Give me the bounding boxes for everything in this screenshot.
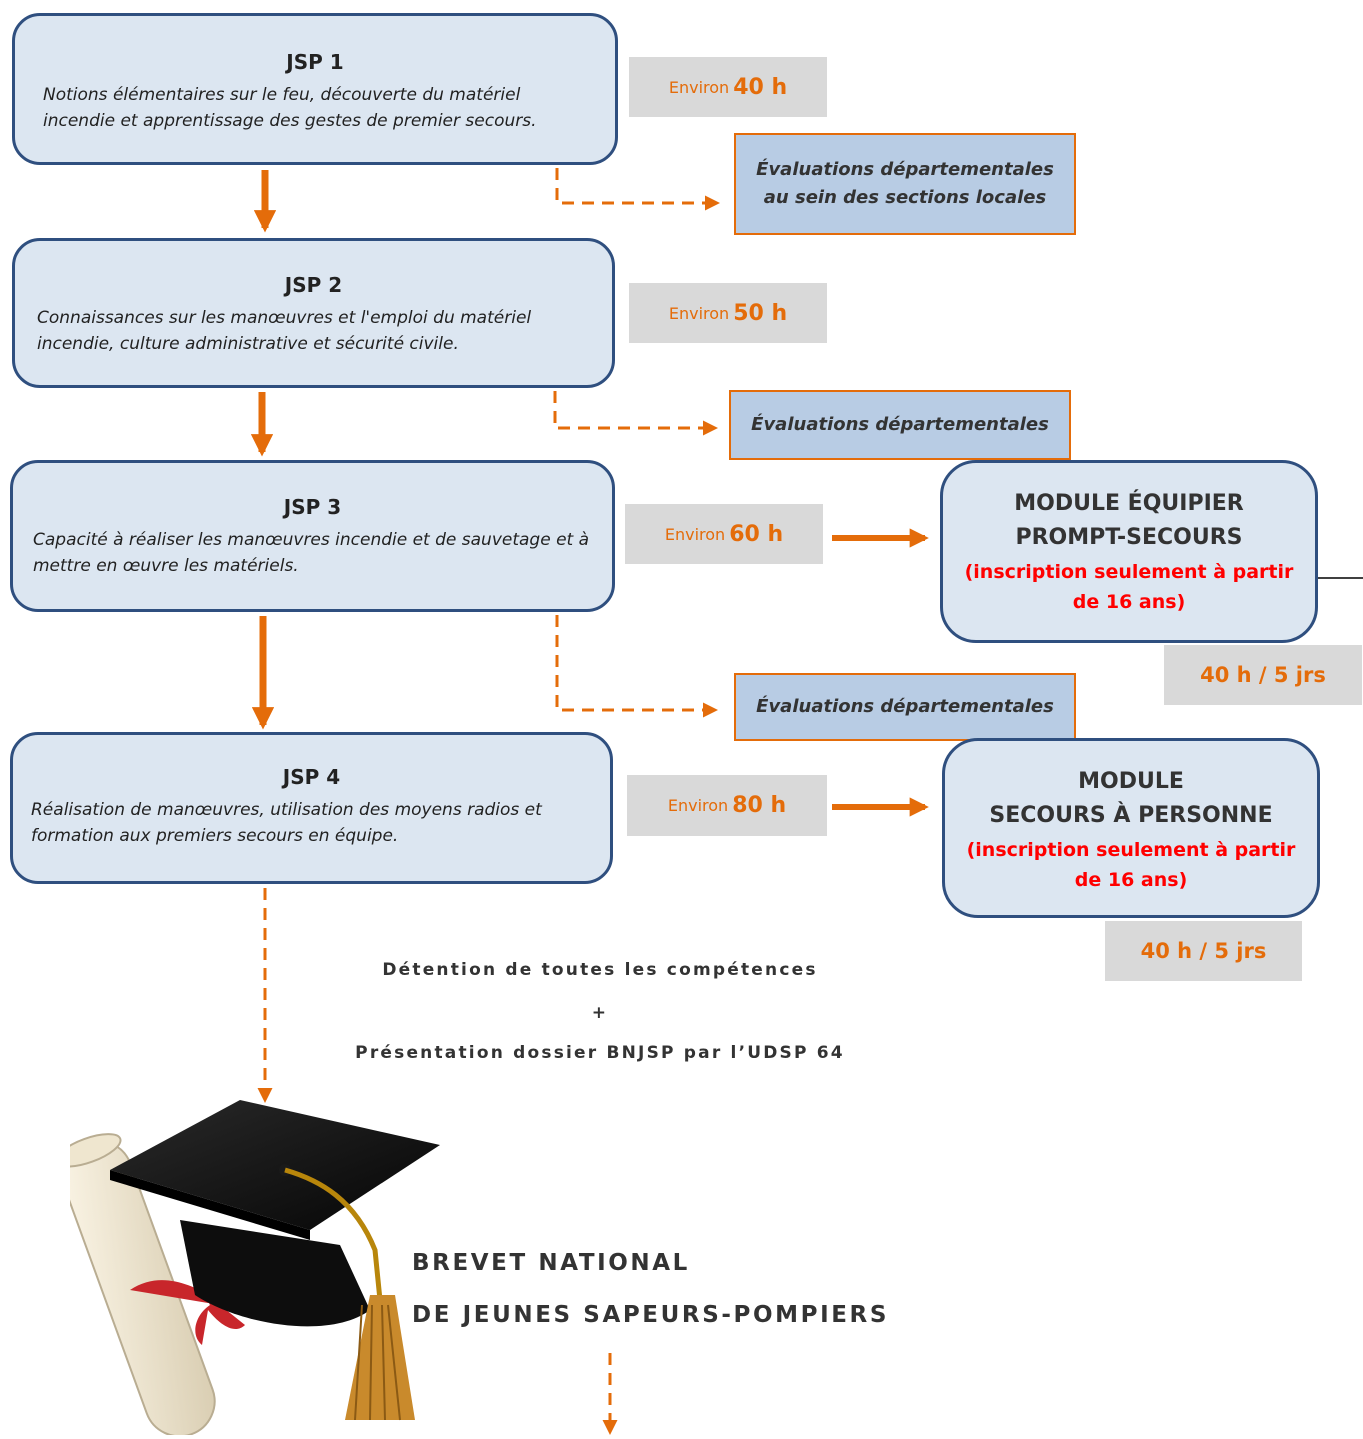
brevet-line-1: BREVET NATIONAL	[412, 1250, 690, 1276]
module-secours-personne-box: MODULE SECOURS À PERSONNE (inscription s…	[942, 738, 1320, 918]
module-1-line-1: MODULE ÉQUIPIER	[1014, 491, 1244, 516]
module-2-line-1: MODULE	[1078, 769, 1184, 794]
dashed-arrow-eval-3	[555, 615, 718, 718]
jsp-3-hours-prefix: Environ	[664, 524, 726, 544]
module-2-line-2: SECOURS À PERSONNE	[989, 803, 1273, 828]
jsp-4-hours-prefix: Environ	[667, 796, 729, 815]
jsp-2-box: JSP 2 Connaissances sur les manœuvres et…	[12, 238, 615, 388]
module-1-age-note: (inscription seulement à partir de 16 an…	[964, 561, 1294, 613]
graduation-cap-diploma-image	[70, 1100, 440, 1435]
evaluation-3-line-1: Évaluations départementales	[756, 696, 1054, 717]
evaluation-2-line-1: Évaluations départementales	[751, 414, 1049, 435]
jsp-2-hours-value: 50 h	[733, 300, 788, 326]
requirement-plus: +	[591, 1003, 609, 1023]
dashed-arrow-eval-2	[553, 391, 718, 436]
tassel-cord	[284, 1167, 383, 1301]
jsp-4-description: Réalisation de manœuvres, utilisation de…	[31, 800, 542, 846]
module-1-duration: 40 h / 5 jrs	[1164, 645, 1362, 705]
jsp-2-hours: Environ 50 h	[629, 283, 827, 343]
jsp-2-title: JSP 2	[284, 273, 343, 297]
jsp-4-title: JSP 4	[282, 765, 341, 789]
evaluation-1-line-1: Évaluations départementales	[756, 159, 1054, 180]
jsp-1-hours-prefix: Environ	[668, 77, 730, 97]
module-2-duration: 40 h / 5 jrs	[1105, 921, 1302, 981]
jsp-2-description: Connaissances sur les manœuvres et l'emp…	[37, 308, 532, 354]
jsp-3-box: JSP 3 Capacité à réaliser les manœuvres …	[10, 460, 615, 612]
jsp-4-hours-value: 80 h	[732, 793, 787, 818]
module-2-age-note: (inscription seulement à partir de 16 an…	[966, 839, 1296, 891]
requirement-line-2: Présentation dossier BNJSP par l’UDSP 64	[355, 1043, 845, 1063]
jsp-4-box: JSP 4 Réalisation de manœuvres, utilisat…	[10, 732, 613, 884]
evaluation-box-3: Évaluations départementales	[734, 673, 1076, 741]
evaluation-box-2: Évaluations départementales	[729, 390, 1071, 460]
evaluation-1-line-2: au sein des sections locales	[763, 187, 1047, 208]
module-prompt-secours-box: MODULE ÉQUIPIER PROMPT-SECOURS (inscript…	[940, 460, 1318, 643]
jsp-3-description: Capacité à réaliser les manœuvres incend…	[33, 530, 590, 576]
module-1-line-2: PROMPT-SECOURS	[1015, 525, 1243, 550]
cap-base	[180, 1220, 370, 1327]
jsp-1-title: JSP 1	[286, 50, 344, 74]
jsp-3-hours: Environ 60 h	[625, 504, 823, 564]
jsp-1-box: JSP 1 Notions élémentaires sur le feu, d…	[12, 13, 618, 165]
jsp-2-hours-prefix: Environ	[668, 303, 730, 323]
cap-board	[110, 1100, 440, 1230]
jsp-3-title: JSP 3	[283, 495, 342, 519]
jsp-1-hours: Environ 40 h	[629, 57, 827, 117]
jsp-3-hours-value: 60 h	[729, 521, 784, 547]
requirement-line-1: Détention de toutes les compétences	[382, 960, 818, 980]
brevet-line-2: DE JEUNES SAPEURS-POMPIERS	[412, 1302, 890, 1328]
dashed-arrow-eval-1	[555, 168, 720, 211]
jsp-1-description: Notions élémentaires sur le feu, découve…	[43, 85, 537, 131]
evaluation-box-1: Évaluations départementales au sein des …	[734, 133, 1076, 235]
jsp-4-hours: Environ 80 h	[627, 775, 827, 836]
jsp-1-hours-value: 40 h	[733, 74, 788, 100]
